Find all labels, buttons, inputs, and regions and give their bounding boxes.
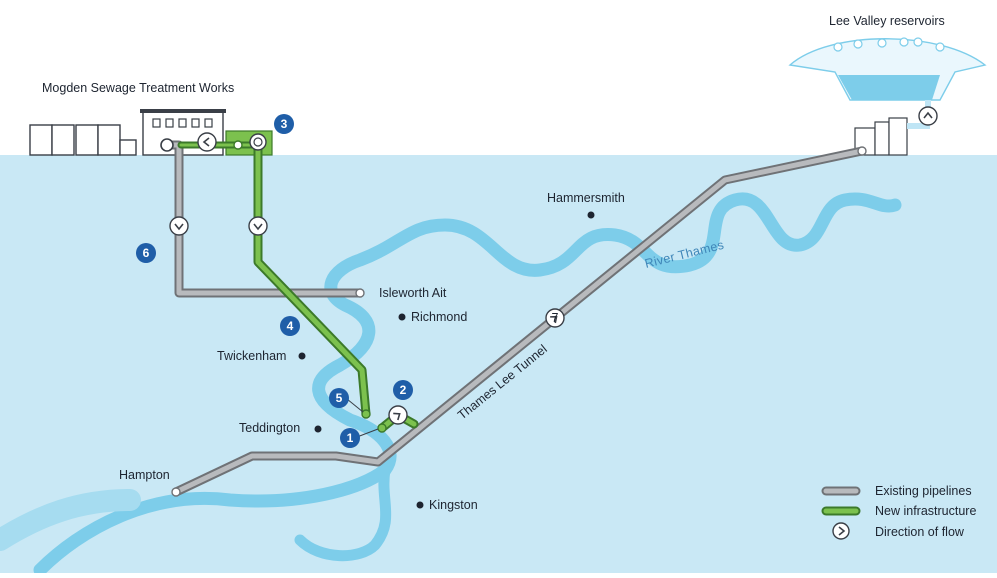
river-thames-south-branch: [294, 464, 392, 562]
legend-new-label: New infrastructure: [875, 504, 976, 518]
richmond-dot: [398, 313, 406, 321]
flow-arrow-icon: [197, 132, 217, 152]
marker-4: 4: [280, 316, 300, 336]
marker-6-label: 6: [143, 246, 150, 260]
kingston-dot: [416, 501, 424, 509]
mogden-label: Mogden Sewage Treatment Works: [42, 81, 234, 95]
twickenham-dot: [298, 352, 306, 360]
pipe-end: [377, 423, 387, 433]
pipe-end: [857, 146, 867, 156]
richmond-label: Richmond: [411, 310, 467, 324]
marker-4-label: 4: [287, 319, 294, 333]
legend-flow: Direction of flow: [832, 522, 965, 540]
marker-1-label: 1: [347, 431, 354, 445]
river-thames-west-arm: [0, 489, 141, 551]
hammersmith-dot: [587, 211, 595, 219]
pipe-end: [361, 409, 371, 419]
marker-5: 5: [329, 388, 364, 413]
pipe-end: [160, 138, 174, 152]
legend: Existing pipelines New infrastructure Di…: [821, 484, 976, 540]
reservoir-icon: [788, 37, 987, 156]
legend-flow-label: Direction of flow: [875, 525, 965, 539]
marker-3-label: 3: [281, 117, 288, 131]
teddington-dot: [314, 425, 322, 433]
hampton-label: Hampton: [119, 468, 170, 482]
flow-arrow-icon: [918, 106, 938, 126]
legend-existing-label: Existing pipelines: [875, 484, 972, 498]
marker-5-label: 5: [336, 391, 343, 405]
marker-3: 3: [274, 114, 294, 134]
marker-7: 7: [552, 311, 559, 325]
pipe-end: [171, 487, 181, 497]
marker-6: 6: [136, 243, 156, 263]
marker-2: 2: [393, 380, 413, 400]
flow-arrow-icon: [545, 308, 565, 328]
isleworth-ait-label: Isleworth Ait: [379, 286, 447, 300]
marker-2-label: 2: [400, 383, 407, 397]
legend-new: New infrastructure: [821, 504, 976, 518]
kingston-label: Kingston: [429, 498, 478, 512]
marker-1: 1: [340, 428, 379, 448]
flow-arrow-icon: [249, 133, 267, 151]
hammersmith-label: Hammersmith: [547, 191, 625, 205]
marker-7-label: 7: [552, 311, 559, 325]
teddington-label: Teddington: [239, 421, 300, 435]
lee-valley-label: Lee Valley reservoirs: [829, 14, 945, 28]
flow-arrow-icon: [248, 216, 268, 236]
pipe-end: [233, 140, 243, 150]
pipe-end: [355, 288, 365, 298]
flow-arrow-icon: [832, 522, 850, 540]
legend-existing: Existing pipelines: [821, 484, 972, 498]
flow-arrow-icon: [388, 405, 408, 425]
twickenham-label: Twickenham: [217, 349, 286, 363]
tree-icon: [833, 37, 945, 52]
flow-arrow-icon: [169, 216, 189, 236]
